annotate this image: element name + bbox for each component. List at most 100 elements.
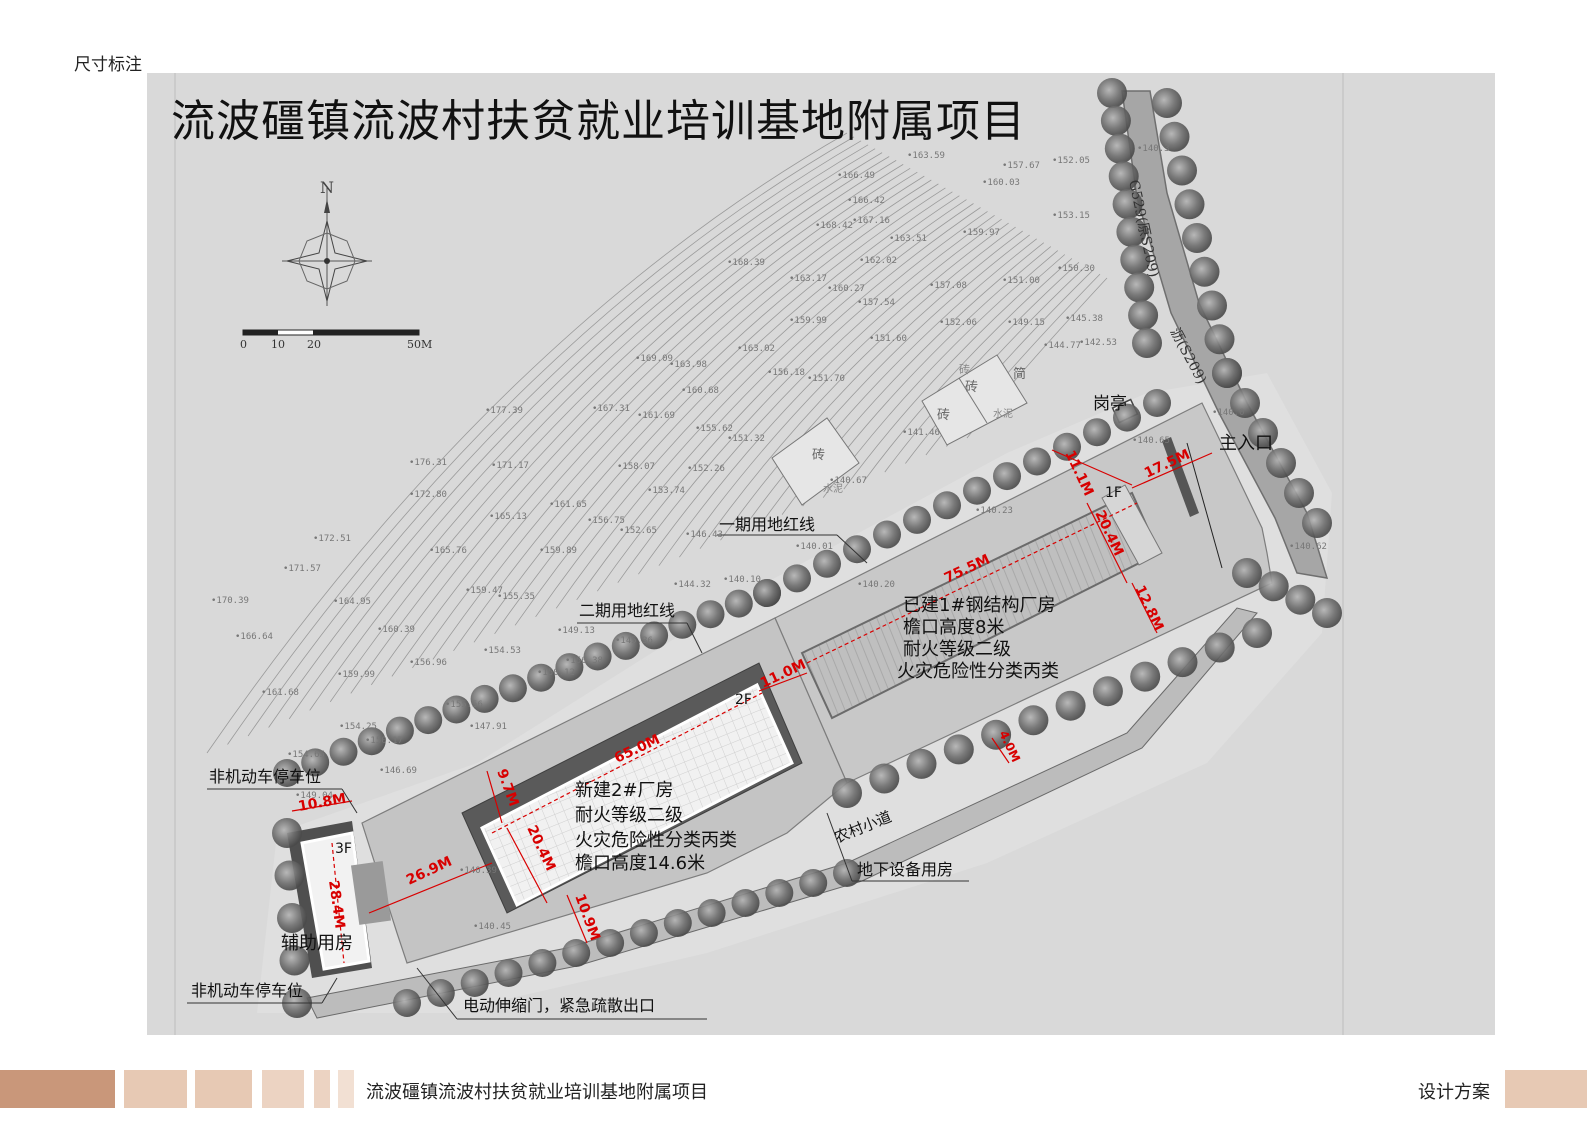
spot-elevation: •151.32 [727, 434, 765, 444]
dim-line-28-4 [331, 842, 345, 964]
spot-elevation: •162.02 [859, 256, 897, 266]
spot-elevation: •156.96 [409, 658, 447, 668]
footer-bar-4 [262, 1070, 304, 1108]
spot-elevation: •146.43 [685, 530, 723, 540]
spot-elevation: •146.69 [379, 766, 417, 776]
spot-elevation: •145.38 [1065, 314, 1103, 324]
spot-elevation: •167.16 [852, 216, 890, 226]
spot-elevation: •140.10 [723, 575, 761, 585]
contour-line [494, 187, 946, 635]
label-phase2-redline: 二期用地红线 [579, 601, 675, 620]
tree [783, 564, 811, 593]
spot-elevation: •166.49 [837, 171, 875, 181]
spot-elevation: •155.35 [497, 592, 535, 602]
contour-line [247, 140, 862, 737]
spot-elevation: •140.23 [975, 506, 1013, 516]
building1-line-4: 火灾危险性分类丙类 [897, 661, 1059, 682]
scale-tick-50: 50M [407, 338, 432, 351]
label-electric-gate: 电动伸缩门，紧急疏散出口 [463, 996, 655, 1015]
tree [1212, 358, 1242, 388]
dimension-lines [291, 449, 1213, 964]
spot-elevation: •155.56 [445, 700, 483, 710]
tree [1100, 105, 1131, 136]
contour-line [227, 136, 855, 745]
spot-elevation: •153.15 [1052, 211, 1090, 221]
tree [981, 719, 1012, 750]
dim-line-10-9 [566, 894, 588, 944]
spot-elevation: •171.17 [491, 461, 529, 471]
dim-line-12-8 [1131, 582, 1158, 634]
contour-line [370, 164, 904, 686]
label-nonmotor-parking-top: 非机动车停车位 [209, 767, 321, 786]
contour-line [535, 195, 960, 618]
tree [1258, 571, 1289, 602]
contour-line [412, 171, 918, 669]
tree [414, 706, 443, 735]
spot-elevation: •144.32 [673, 580, 711, 590]
spot-elevation: •140.62 [1289, 542, 1327, 552]
brick-house-2-divider [958, 377, 988, 424]
tree [640, 621, 669, 650]
label-gatehouse: 岗亭 [1093, 394, 1127, 414]
label-brick-4: 砖 [959, 362, 970, 376]
contour-line [268, 144, 869, 728]
tree [498, 674, 527, 703]
tree [869, 763, 900, 794]
spot-elevation: •150.17 [365, 736, 403, 746]
tree [385, 716, 414, 745]
label-auxiliary-building: 辅助用房 [281, 933, 353, 954]
footer-bar-1 [0, 1070, 115, 1108]
tree [765, 879, 794, 907]
label-underground-equipment: 地下设备用房 [857, 860, 953, 879]
scale-bar [242, 329, 420, 336]
building1-description: 已建1#钢结构厂房 檐口高度8米 耐火等级二级 火灾危险性分类丙类 [897, 595, 1059, 682]
contour-line [432, 175, 925, 660]
spot-elevation: •166.42 [847, 196, 885, 206]
spot-elevation: •177.39 [485, 406, 523, 416]
scale-tick-10: 10 [271, 338, 285, 351]
tree [753, 579, 781, 607]
spot-elevation: •157.54 [857, 298, 895, 308]
spot-elevation: •149.15 [1007, 318, 1045, 328]
tree [1284, 478, 1314, 508]
tree [273, 759, 301, 787]
spot-elevation: •152.05 [1052, 156, 1090, 166]
contour-line [617, 211, 988, 583]
spot-elevation: •168.42 [815, 221, 853, 231]
tree [279, 945, 310, 976]
dim-line-11-1 [1051, 449, 1133, 486]
contour-line [309, 152, 883, 711]
tree [1242, 618, 1272, 648]
tree [1023, 447, 1051, 476]
spot-elevation: •149.04 [295, 791, 333, 801]
tree [1092, 676, 1123, 707]
building1-line-3: 耐火等级二级 [903, 639, 1011, 660]
dim-line-26-9 [368, 862, 493, 914]
spot-elevation: •159.47 [465, 586, 503, 596]
spot-elevation: •159.89 [539, 546, 577, 556]
footer-right-label: 设计方案 [1418, 1082, 1490, 1103]
spot-elevation: •163.17 [789, 274, 827, 284]
spot-elevation: •159.99 [789, 316, 827, 326]
spot-elevation: •163.02 [737, 344, 775, 354]
label-jian: 简 [1013, 366, 1026, 382]
tree [393, 989, 421, 1017]
contour-line [514, 191, 953, 626]
tree [1248, 418, 1278, 448]
spot-elevation: •154.25 [339, 722, 377, 732]
spot-elevation: •159.99 [337, 670, 375, 680]
spot-elevation: •163.59 [907, 151, 945, 161]
spot-elevation: •140.45 [473, 922, 511, 932]
footer-bar-2 [124, 1070, 187, 1108]
spot-elevation: •151.70 [807, 374, 845, 384]
label-brick-3: 砖 [965, 380, 978, 395]
tree [668, 610, 697, 639]
spot-elevation: •172.80 [409, 490, 447, 500]
tree [903, 505, 931, 534]
label-floor-3f: 3F [335, 841, 352, 857]
tree [277, 903, 307, 933]
spot-elevation: •168.39 [727, 258, 765, 268]
tree [833, 859, 861, 887]
contour-line [576, 203, 974, 601]
footer-bar-5 [314, 1070, 330, 1108]
